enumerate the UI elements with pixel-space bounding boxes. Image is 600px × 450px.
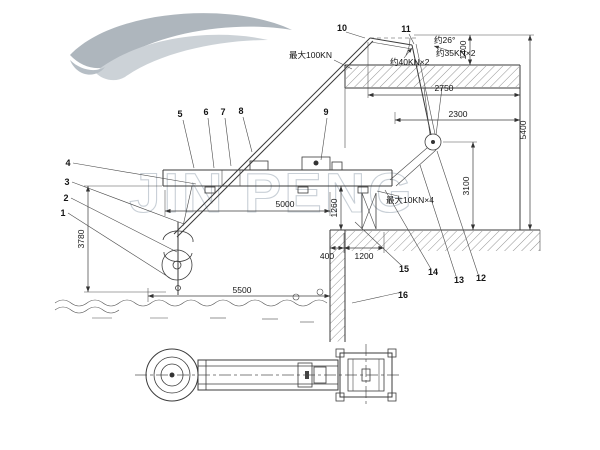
part-label-5: 5 <box>177 109 182 119</box>
hoist-trolley <box>301 156 331 171</box>
part-label-13: 13 <box>454 275 464 285</box>
watermark-logo: JIN PENG <box>70 13 414 225</box>
load-boom-max: 最大100KN <box>289 50 332 60</box>
load-annotations: 最大100KN 约40KN×2 约35KN×2 最大10KN×4 <box>289 45 476 205</box>
part-label-11: 11 <box>401 24 411 34</box>
plan-carriage <box>339 352 393 398</box>
angle-label: 约26° <box>434 35 455 45</box>
dimension-annotations: 5000 1260 3780 5500 400 1200 2750 2300 1… <box>76 34 534 302</box>
load-tie-rear: 约35KN×2 <box>436 48 476 58</box>
part-label-6: 6 <box>203 107 208 117</box>
part-label-14: 14 <box>428 267 438 277</box>
wheel <box>357 186 369 194</box>
dim-support-offset: 1200 <box>355 251 374 261</box>
part-callouts: 1 2 3 4 5 6 7 8 9 10 11 12 13 14 15 16 <box>60 23 486 304</box>
part-label-3: 3 <box>64 177 69 187</box>
dim-mast-top: 1400 <box>458 40 468 59</box>
dim-beam-to-ground: 1260 <box>329 198 339 217</box>
dim-reach-bottom: 5500 <box>233 285 252 295</box>
part-label-16: 16 <box>398 290 408 300</box>
part-label-10: 10 <box>337 23 347 33</box>
part-label-9: 9 <box>323 107 328 117</box>
plan-body <box>197 359 339 391</box>
plan-view <box>135 344 400 406</box>
trolley-small <box>249 160 269 171</box>
part-label-2: 2 <box>63 193 68 203</box>
sheave-wheel <box>424 133 442 151</box>
dim-left-height: 3780 <box>76 229 86 248</box>
watermark-text: JIN PENG <box>129 161 414 224</box>
auger-screw <box>161 222 194 295</box>
dim-deck-upper: 2750 <box>435 83 454 93</box>
part-label-12: 12 <box>476 273 486 283</box>
wheel <box>204 186 216 194</box>
part-label-7: 7 <box>220 107 225 117</box>
gantry-beam <box>162 156 393 230</box>
part-label-4: 4 <box>65 158 70 168</box>
part-label-15: 15 <box>399 264 409 274</box>
water-surface <box>54 288 328 323</box>
dim-span-main: 5000 <box>276 199 295 209</box>
load-tie-front: 约40KN×2 <box>390 57 430 67</box>
load-wheel-max: 最大10KN×4 <box>386 195 434 205</box>
part-label-1: 1 <box>60 208 65 218</box>
dim-wall-thickness: 400 <box>320 251 334 261</box>
dim-total-height: 5400 <box>518 120 528 139</box>
embankment <box>329 64 541 342</box>
dim-wall-height: 3100 <box>461 176 471 195</box>
dim-deck-lower: 2300 <box>449 109 468 119</box>
wheel <box>297 186 309 194</box>
part-label-8: 8 <box>238 106 243 116</box>
